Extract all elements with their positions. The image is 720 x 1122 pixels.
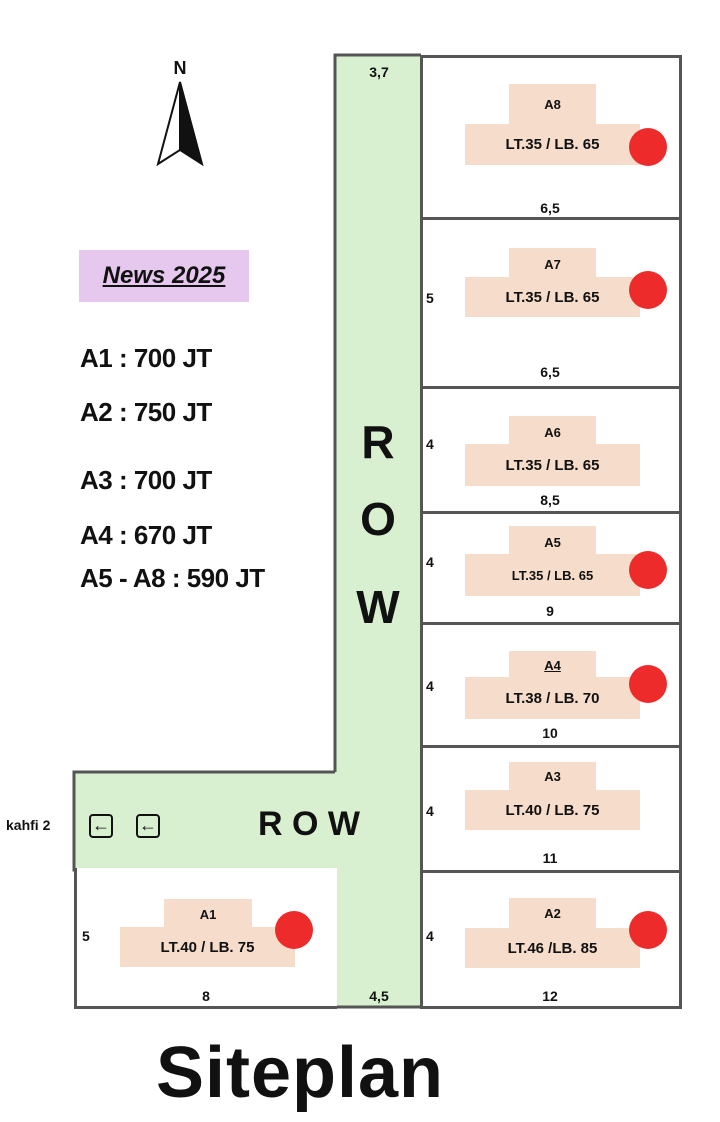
building-a8 [465,124,640,165]
lot-a6-side: 4 [426,436,434,452]
lot-a1-id: A1 [199,907,217,922]
sold-marker [629,911,667,949]
lot-a5-area: LT.35 / LB. 65 [511,568,594,583]
page-title: Siteplan [155,1033,445,1113]
lot-a7-id: A7 [544,257,561,272]
building-a6 [465,444,640,486]
building-a5 [465,554,640,596]
building-a5 [509,526,596,556]
lot-a4-id: A4 [544,658,561,673]
lot-a5-id: A5 [544,535,561,550]
row-letter-w: W [356,581,400,633]
lot-a7-side: 5 [426,290,434,306]
lot-a4-area: LT.38 / LB. 70 [505,690,600,707]
row-horizontal-label: R O W [258,805,360,843]
building-a4 [465,677,640,719]
price-a2: A2 : 750 JT [80,397,212,427]
price-a3: A3 : 700 JT [80,465,212,495]
price-a5-a8: A5 - A8 : 590 JT [80,563,265,593]
lot-a6-area: LT.35 / LB. 65 [505,457,600,474]
price-a1: A1 : 700 JT [80,343,212,373]
lot-a3-area: LT.40 / LB. 75 [505,802,600,819]
lot-a5-side: 4 [426,554,434,570]
lot-a2-frontage: 12 [542,988,558,1004]
row-bottom-width: 4,5 [369,988,389,1004]
compass-label: N [173,58,187,78]
row-letter-o: O [360,493,396,545]
lot-a4-frontage: 10 [542,725,558,741]
lot-a4-side: 4 [426,678,434,694]
lot-a8-id: A8 [544,97,561,112]
building-a4 [509,651,596,679]
building-a8 [509,84,596,126]
lot-a6-frontage: 8,5 [540,492,560,508]
lot-a8-area: LT.35 / LB. 65 [505,136,600,153]
lot-a2-id: A2 [544,906,561,921]
sold-marker [629,551,667,589]
sold-marker [275,911,313,949]
sold-marker [629,665,667,703]
row-road-horizontal [74,772,421,870]
lot-a3-side: 4 [426,803,434,819]
sold-marker [629,128,667,166]
lot-a1-area: LT.40 / LB. 75 [160,939,255,956]
sold-marker [629,271,667,309]
lot-a5-frontage: 9 [546,603,554,619]
building-a3 [465,790,640,830]
lot-a3-frontage: 11 [542,850,558,866]
row-letter-r: R [361,416,395,468]
lot-a8-frontage: 6,5 [540,200,560,216]
lot-a2-side: 4 [426,928,434,944]
lot-a1-frontage: 8 [202,988,210,1004]
building-a6 [509,416,596,446]
building-a7 [465,277,640,317]
building-a3 [509,762,596,792]
building-a2 [509,898,596,930]
building-a7 [509,248,596,280]
lot-a7-frontage: 6,5 [540,364,560,380]
access-label: kahfi 2 [6,817,51,833]
building-a1 [164,899,252,929]
compass: N [150,58,210,170]
news-title: News 2025 [102,262,226,289]
lot-a6-id: A6 [544,425,561,440]
building-a2 [465,928,640,968]
building-a1 [120,927,295,967]
price-a4: A4 : 670 JT [80,520,212,550]
news-box: News 2025 [79,250,249,302]
lot-a2-area: LT.46 /LB. 85 [507,940,598,957]
left-arrow-icon: ← [136,814,160,838]
lot-a1-side: 5 [82,928,90,944]
lot-a3-id: A3 [544,769,561,784]
left-arrow-icon: ← [89,814,113,838]
lot-a7-area: LT.35 / LB. 65 [505,289,600,306]
row-top-width: 3,7 [369,64,389,80]
north-arrow-icon [156,81,204,167]
